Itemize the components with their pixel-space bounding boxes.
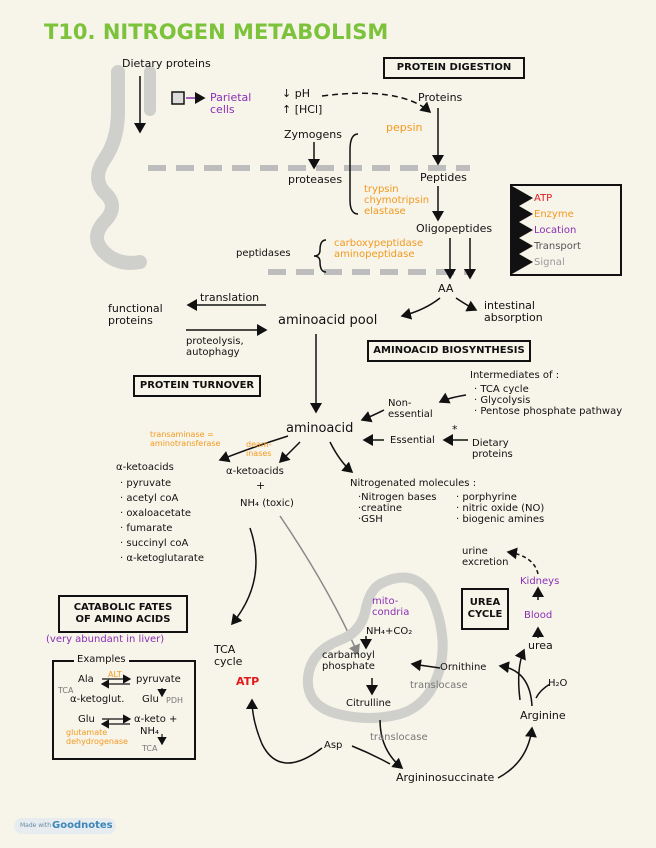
aminoacid-biosynthesis-box: AMINOACID BIOSYNTHESIS (367, 340, 531, 362)
translation-label: translation (200, 291, 260, 304)
aminoacid-label: aminoacid (286, 421, 354, 436)
proteolysis-label: proteolysis, autophagy (186, 336, 244, 358)
intermediates-label: Intermediates of : (470, 370, 560, 381)
kidneys-label: Kidneys (520, 576, 560, 587)
ornithine-label: Ornithine (440, 662, 487, 673)
essential-label: Essential (390, 435, 435, 446)
nitrogenated-title: Nitrogenated molecules : (350, 478, 477, 489)
blood-label: Blood (524, 610, 553, 621)
parietal-cell-square (171, 91, 185, 105)
parietal-cells-label: Parietal cells (210, 91, 252, 116)
made-with-label: Made with (20, 822, 51, 829)
peptides-label: Peptides (420, 171, 467, 184)
gdh-label: glutamate dehydrogenase (66, 728, 128, 746)
nh4-co2-label: NH₄+CO₂ (366, 626, 413, 637)
intestinal-absorption-label: intestinal absorption (484, 299, 543, 324)
tca-small-label: TCA (58, 686, 74, 695)
non-essential-label: Non- essential (388, 398, 433, 420)
alt-label: ALT (108, 670, 122, 679)
legend-location-label: Location (534, 225, 577, 236)
ph-label: ↓ pH (282, 87, 310, 100)
nh4-small-label: NH₄ (140, 726, 160, 737)
urea-cycle-box: UREA CYCLE (461, 588, 509, 630)
urea-label: urea (528, 639, 553, 652)
ala-label: Ala (78, 674, 94, 685)
hcl-label: ↑ [HCl] (282, 103, 323, 116)
legend-signal-label: Signal (534, 257, 565, 268)
nitrogenated-right-list: · porphyrine · nitric oxide (NO) · bioge… (456, 492, 545, 525)
protein-digestion-box: PROTEIN DIGESTION (383, 57, 525, 79)
trypsin-enzymes-label: trypsin chymotripsin elastase (364, 184, 430, 217)
legend-box (510, 184, 622, 276)
goodnotes-badge (14, 818, 116, 834)
examples-label: Examples (74, 654, 129, 665)
deaminases-label: deam- inases (246, 440, 272, 458)
oligopeptides-label: Oligopeptides (416, 222, 493, 235)
nh4-toxic-label: NH₄ (toxic) (240, 498, 294, 509)
nitrogenated-left-list: ·Nitrogen bases ·creatine ·GSH (358, 492, 437, 525)
protein-turnover-box: PROTEIN TURNOVER (133, 375, 261, 397)
urine-excretion-label: urine excretion (462, 546, 509, 568)
intermediates-list: · TCA cycle · Glycolysis · Pentose phosp… (474, 384, 623, 417)
translocase-citrulline-label: translocase (370, 732, 428, 743)
proteases-label: proteases (288, 173, 343, 186)
glu-label: Glu (142, 694, 159, 705)
mitochondria-shape (302, 572, 448, 723)
tca-cycle-label: TCA cycle (214, 643, 243, 668)
peptidases-label: peptidases (236, 248, 291, 259)
glu2-label: Glu (78, 714, 95, 725)
ketoacids-mid-label: α-ketoacids (226, 466, 284, 477)
aa-label: AA (438, 282, 454, 295)
catabolic-fates-box: CATABOLIC FATES OF AMINO ACIDS (58, 595, 188, 633)
translocase-ornithine-label: translocase (410, 680, 468, 691)
a-ketoglut-label: α-ketoglut. (70, 694, 125, 705)
dietary-proteins-small-label: Dietary proteins (472, 438, 513, 460)
dietary-proteins-label: Dietary proteins (122, 57, 211, 70)
pepsin-label: pepsin (386, 121, 423, 134)
legend-transport-label: Transport (534, 241, 581, 252)
tca-atp-label: ATP (236, 675, 260, 688)
asterisk-label: * (452, 423, 458, 436)
arginine-label: Arginine (520, 709, 566, 722)
abundant-liver-label: (very abundant in liver) (46, 634, 165, 645)
functional-proteins-label: functional proteins (108, 302, 163, 327)
legend-enzyme-label: Enzyme (534, 209, 574, 220)
zymogens-label: Zymogens (284, 128, 342, 141)
legend-atp-label: ATP (534, 193, 553, 204)
mitochondria-label: mito- condria (372, 596, 410, 618)
pyruvate-label: pyruvate (136, 674, 181, 685)
asp-label: Asp (324, 740, 343, 751)
carboxypeptidase-label: carboxypeptidase aminopeptidase (334, 238, 424, 260)
ketoacids-list: · pyruvate · acetyl coA · oxaloacetate ·… (120, 478, 205, 564)
tca2-label: TCA (142, 744, 158, 753)
proteins-label: Proteins (418, 91, 463, 104)
carbamoyl-phosphate-label: carbamoyl phosphate (322, 650, 375, 672)
plus-label: + (256, 479, 266, 492)
pdh-label: PDH (166, 696, 183, 705)
transaminase-label: transaminase = aminotransferase (150, 430, 221, 448)
legend-arrows (512, 186, 533, 274)
aminoacid-pool-label: aminoacid pool (278, 313, 378, 328)
ketoacids-left-label: α-ketoacids (116, 462, 174, 473)
page-title: T10. NITROGEN METABOLISM (44, 20, 389, 44)
goodnotes-brand-label: Goodnotes (52, 820, 113, 831)
h2o-label: H₂O (548, 678, 568, 689)
argininosuccinate-label: Argininosuccinate (396, 771, 495, 784)
a-keto-plus-label: α-keto + (134, 714, 178, 725)
stomach-intestine-shape (90, 65, 147, 270)
citrulline-label: Citrulline (346, 698, 391, 709)
